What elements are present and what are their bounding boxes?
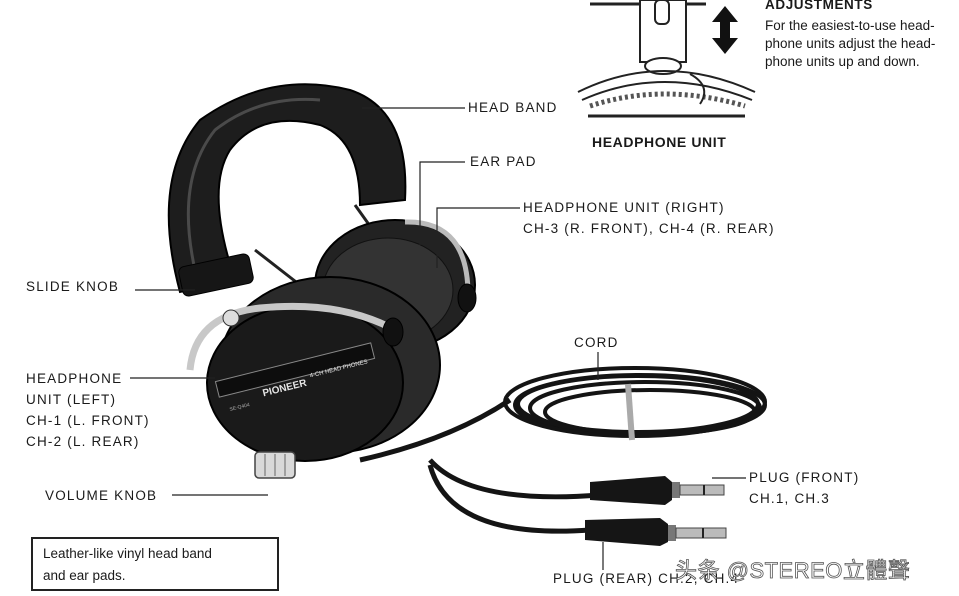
inset-earcup-pad	[589, 91, 746, 109]
label-head-band: HEAD BAND	[468, 100, 558, 115]
headband-outer	[167, 83, 407, 294]
material-note-line2: and ear pads.	[43, 568, 126, 583]
material-note-line1: Leather-like vinyl head band	[43, 546, 212, 561]
label-plug-rear: PLUG (REAR) CH.2, CH.4	[553, 571, 740, 586]
left-earcup-knob	[382, 317, 404, 347]
left-earcup-drawing: PIONEER 4-CH HEAD PHONES SE-Q404	[186, 276, 441, 479]
left-yoke	[186, 302, 397, 371]
plug-front-tip	[679, 484, 725, 496]
headband-highlight	[186, 97, 321, 271]
label-slide-knob: SLIDE KNOB	[26, 279, 120, 294]
headband-drawing	[167, 83, 407, 297]
label-unit-left-line1: HEADPHONE	[26, 371, 123, 386]
plug-rear-body	[585, 518, 668, 546]
leader-lines	[130, 107, 746, 570]
cord-loop	[516, 374, 760, 434]
leader-ear-pad	[419, 161, 465, 245]
inset-cable	[689, 73, 706, 105]
plug-rear-collar	[668, 525, 676, 541]
label-plug-front: PLUG (FRONT) CH.1, CH.3	[749, 467, 859, 509]
label-ear-pad: EAR PAD	[470, 154, 537, 169]
leader-unit-right	[436, 207, 520, 268]
inset-earcup-rim	[581, 81, 753, 101]
plug-rear-drawing	[585, 518, 727, 546]
label-unit-right-line2: CH-3 (R. FRONT), CH-4 (R. REAR)	[523, 221, 775, 236]
plug-front-collar	[672, 482, 680, 498]
brand-strip	[214, 342, 376, 398]
adjustment-inset-drawing	[577, 0, 756, 118]
cord-branch-front	[428, 458, 601, 500]
cord-lead	[359, 397, 512, 463]
headband-end-left	[178, 253, 254, 297]
label-plug-front-line1: PLUG (FRONT)	[749, 470, 860, 485]
left-yoke-pivot	[222, 309, 240, 327]
adjustments-title: ADJUSTMENTS	[765, 0, 873, 12]
label-headphone-unit-right: HEADPHONE UNIT (RIGHT) CH-3 (R. FRONT), …	[523, 197, 775, 239]
adjustments-line: phone units adjust the head-	[765, 36, 936, 51]
label-cord: CORD	[574, 335, 619, 350]
adjustments-text: For the easiest-to-use head- phone units…	[765, 17, 959, 71]
inset-caption: HEADPHONE UNIT	[592, 134, 727, 150]
cord-branch-rear	[427, 464, 591, 534]
label-plug-front-line2: CH.1, CH.3	[749, 491, 831, 506]
slide-knob-rod	[254, 248, 301, 287]
right-yoke	[404, 219, 471, 301]
up-down-arrow-icon	[712, 6, 738, 54]
inset-knob	[644, 57, 682, 75]
label-headphone-unit-left: HEADPHONE UNIT (LEFT) CH-1 (L. FRONT) CH…	[26, 368, 150, 452]
cord-tie	[625, 383, 635, 441]
material-note-box: Leather-like vinyl head band and ear pad…	[31, 537, 279, 591]
label-unit-left-line2: UNIT (LEFT)	[26, 392, 117, 407]
cord-drawing	[359, 366, 767, 534]
plug-front-drawing	[590, 476, 725, 505]
adjustments-line: For the easiest-to-use head-	[765, 18, 935, 33]
brand-strip-small: SE-Q404	[229, 402, 251, 413]
label-unit-right-line1: HEADPHONE UNIT (RIGHT)	[523, 200, 725, 215]
label-volume-knob: VOLUME KNOB	[45, 488, 158, 503]
label-unit-left-line3: CH-1 (L. FRONT)	[26, 413, 150, 428]
inset-slider-slot	[654, 0, 670, 25]
plug-rear-tip	[675, 527, 727, 539]
label-unit-left-line4: CH-2 (L. REAR)	[26, 434, 140, 449]
watermark: 头条 @STEREO立體聲	[675, 558, 911, 584]
adjustments-line: phone units up and down.	[765, 54, 920, 69]
plug-front-body	[590, 476, 672, 505]
right-earcup-knob	[457, 283, 477, 313]
inset-earcup-top	[577, 70, 756, 93]
